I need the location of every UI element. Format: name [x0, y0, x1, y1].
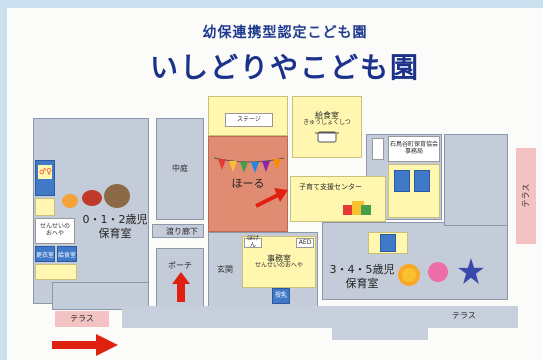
toilet-left-top: ♂♀: [35, 160, 55, 196]
small-room-left-2: [57, 246, 77, 262]
room-yellow-left: [35, 198, 55, 216]
toilet-east-1: [394, 170, 410, 192]
small-room-label-1: 更衣室: [36, 252, 55, 259]
kitchen: 給食室 きゅうしょくしつ: [292, 96, 362, 158]
left-building-lower: [52, 282, 149, 310]
arrow-porch-up: [172, 272, 190, 302]
nursery-012-label: 0・1・2歳児 保育室: [82, 213, 148, 240]
aed-tag: AED: [296, 238, 314, 248]
courtyard: 中庭: [156, 118, 204, 220]
teacher-room-left: せんせいの おへや: [35, 218, 75, 244]
cosmos-icon: [428, 262, 448, 282]
association-office: 石鳥谷町保育協会 事務局: [388, 136, 440, 162]
nurse-tag: ほけん: [244, 236, 262, 249]
blocks-illustration: [343, 199, 373, 217]
stage: ステージ: [208, 96, 288, 136]
sunflower-icon: [398, 264, 420, 286]
birds-illustration: [60, 180, 140, 212]
arrow-entry-left: [52, 334, 118, 356]
watari-corridor: [152, 224, 204, 238]
toilet-east-2: [414, 170, 430, 192]
support-center: 子育て支援センター: [290, 176, 386, 222]
page-title: いしどりやこども園: [149, 51, 420, 84]
terrace-left: テラス: [55, 311, 109, 327]
terrace-bottom-right: [332, 322, 428, 340]
milk-room: 授乳: [272, 288, 290, 304]
pot-icon: [315, 131, 339, 143]
right-building: [322, 222, 508, 300]
small-room-left-1: [35, 246, 55, 262]
terrace-right: テラス: [516, 148, 536, 244]
hall: ほーる: [208, 136, 288, 232]
entrance: 玄関: [217, 265, 233, 275]
subtitle: 幼保連携型認定こども園: [202, 25, 368, 41]
small-room-label-2: 給食室: [58, 252, 77, 259]
room-yellow-left-b: [35, 264, 77, 280]
toilet-right: [380, 234, 396, 252]
right-block-upper: [444, 134, 508, 226]
bunting-flags: [214, 157, 284, 173]
watari-corridor-label: 渡り廊下: [166, 227, 198, 236]
nursery-345-label: 3・4・5歳児 保育室: [329, 263, 395, 290]
terrace-bottom-label: テラス: [452, 311, 476, 320]
small-room-east: [372, 138, 384, 160]
arrow-hall-to-center: [255, 188, 288, 208]
